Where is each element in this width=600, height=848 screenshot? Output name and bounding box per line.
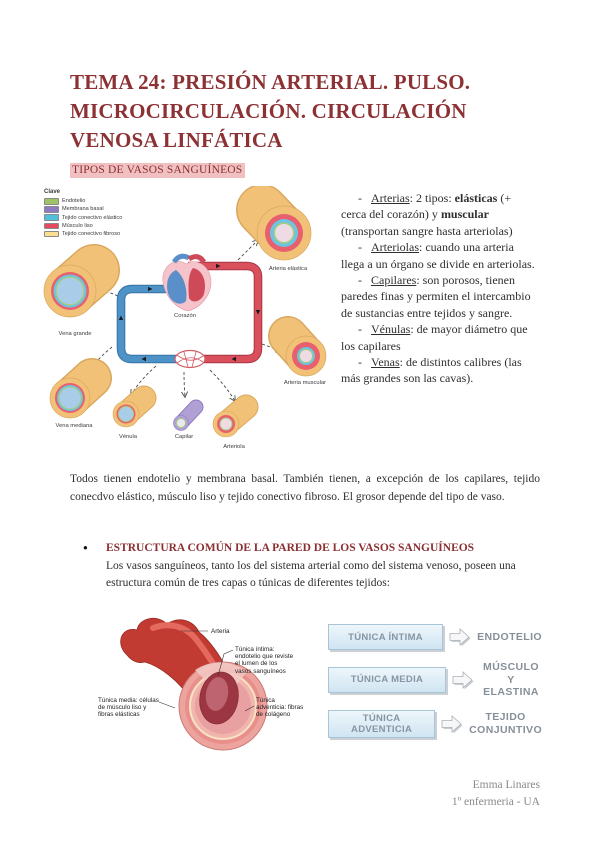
term: Arteriolas <box>371 240 419 255</box>
legend-item: Membrana basal <box>44 205 122 213</box>
tunica-row-media: TÚNICA MEDIA MÚSCULO Y ELASTINA <box>328 661 542 699</box>
legend-label: Membrana basal <box>62 206 104 213</box>
tunica-intima-box: TÚNICA ÍNTIMA <box>328 624 444 650</box>
capillary-mesh <box>174 349 206 369</box>
structure-section: ● ESTRUCTURA COMÚN DE LA PARED DE LOS VA… <box>83 540 540 592</box>
page-title: TEMA 24: PRESIÓN ARTERIAL. PULSO. MICROC… <box>70 70 471 152</box>
footer-author: Emma Linares <box>472 779 540 791</box>
endotelio-color-chip <box>44 198 59 205</box>
label-tunica-adventicia: Túnica adventicia: fibras de colágeno <box>256 697 304 719</box>
artery-wall-illustration <box>120 617 268 751</box>
vein-loop <box>116 284 178 364</box>
musculo-liso-color-chip <box>44 222 59 230</box>
structure-section-content: ESTRUCTURA COMÚN DE LA PARED DE LOS VASO… <box>106 540 540 592</box>
figure-legend: Clave Endotelio Membrana basal Tejido co… <box>44 188 122 238</box>
structure-body: Los vasos sanguíneos, tanto los del sist… <box>106 560 516 589</box>
legend-label: Endotelio <box>62 198 86 205</box>
structure-heading: ESTRUCTURA COMÚN DE LA PARED DE LOS VASO… <box>106 542 475 554</box>
label-arteria: Arteria <box>211 628 230 635</box>
list-marker: - <box>358 273 362 288</box>
label-arteria-elastica: Arteria elástica <box>269 266 308 272</box>
vena-mediana-illustration <box>49 358 112 419</box>
label-tunica-media: Túnica media: células de músculo liso y … <box>98 697 159 719</box>
venula-illustration <box>112 385 157 428</box>
tejido-fibroso-color-chip <box>44 230 59 238</box>
right-arrow-icon <box>452 670 474 690</box>
label-capilar: Capilar <box>175 434 193 440</box>
list-marker: - <box>358 191 362 205</box>
vessel-types-list: -Arterias: 2 tipos: elásticas (+ cerca d… <box>341 190 539 387</box>
tunica-adventicia-result: TEJIDO CONJUNTIVO <box>469 711 543 736</box>
label-arteria-muscular: Arteria muscular <box>284 380 326 386</box>
arteria-muscular-illustration <box>268 316 327 377</box>
artery-cross-section <box>178 661 268 751</box>
legend-label: Tejido conectivo elástico <box>62 214 123 221</box>
section-heading: TIPOS DE VASOS SANGUÍNEOS <box>70 163 246 178</box>
list-item-venas: -Venas: de distintos calibres (las más g… <box>341 355 522 386</box>
right-arrow-icon <box>449 628 471 647</box>
term: Capilares <box>371 273 417 288</box>
summary-paragraph: Todos tienen endotelio y membrana basal.… <box>70 473 540 503</box>
label-arteriola: Arteriola <box>223 444 245 450</box>
tunica-row-intima: TÚNICA ÍNTIMA ENDOTELIO <box>328 624 542 650</box>
tejido-elastico-color-chip <box>44 214 59 221</box>
tunica-mapping: TÚNICA ÍNTIMA ENDOTELIO TÚNICA MEDIA MÚS… <box>328 624 542 749</box>
legend-title: Clave <box>44 189 61 195</box>
tunica-adventicia-box: TÚNICA ADVENTICIA <box>328 709 436 738</box>
label-venula: Vénula <box>119 434 138 440</box>
artery-wall-figure: Arteria Túnica íntima: endotelio que rev… <box>95 610 310 770</box>
legend-item: Endotelio <box>44 197 122 205</box>
flow-arrows <box>118 263 261 362</box>
label-corazon: Corazón <box>174 313 196 319</box>
list-marker: - <box>358 322 362 337</box>
label-vena-grande: Vena grande <box>59 331 92 337</box>
leader-lines <box>158 630 255 712</box>
legend-label: Tejido conectivo fibroso <box>62 231 121 238</box>
section-heading-wrap: TIPOS DE VASOS SANGUÍNEOS <box>70 160 246 178</box>
arteria-elastica-illustration <box>236 186 312 261</box>
term: Vénulas <box>371 322 411 337</box>
footer-course: 1º enfermeria - UA <box>451 796 540 808</box>
list-item-venulas: -Vénulas: de mayor diámetro que los capi… <box>341 322 528 353</box>
tunica-row-adventicia: TÚNICA ADVENTICIA TEJIDO CONJUNTIVO <box>328 709 543 738</box>
tunica-intima-result: ENDOTELIO <box>477 630 542 643</box>
heart-illustration <box>162 253 212 312</box>
list-marker: - <box>358 355 362 370</box>
vena-grande-illustration <box>43 244 120 318</box>
list-item-arterias: -Arterias: 2 tipos: elásticas (+ cerca d… <box>341 191 513 238</box>
bullet-marker: ● <box>83 543 88 552</box>
tunica-media-result: MÚSCULO Y ELASTINA <box>483 661 539 698</box>
vessel-types-figure: Arteria elástica Vena grande Corazón Art… <box>38 186 340 466</box>
capilar-illustration <box>173 399 204 431</box>
label-tunica-intima: Túnica íntima: endotelio que reviste el … <box>235 646 294 675</box>
list-marker: - <box>358 240 362 255</box>
label-vena-mediana: Vena mediana <box>55 423 93 429</box>
term: Arterias <box>371 191 410 205</box>
legend-label: Músculo liso <box>62 222 93 229</box>
footer: Emma Linares 1º enfermeria - UA <box>70 777 540 811</box>
vessel-circulation-diagram: Arteria elástica Vena grande Corazón Art… <box>43 186 327 450</box>
arteriola-illustration <box>212 394 259 438</box>
list-item-arteriolas: -Arteriolas: cuando una arteria llega a … <box>341 240 535 271</box>
tunica-media-box: TÚNICA MEDIA <box>328 666 446 693</box>
list-item-capilares: -Capilares: son porosos, tienen paredes … <box>341 273 531 320</box>
legend-item: Tejido conectivo elástico <box>44 214 122 222</box>
legend-item: Tejido conectivo fibroso <box>44 230 122 238</box>
right-arrow-icon <box>441 714 463 733</box>
membrana-basal-color-chip <box>44 206 59 213</box>
term: Venas <box>371 355 400 370</box>
legend-item: Músculo liso <box>44 222 122 230</box>
